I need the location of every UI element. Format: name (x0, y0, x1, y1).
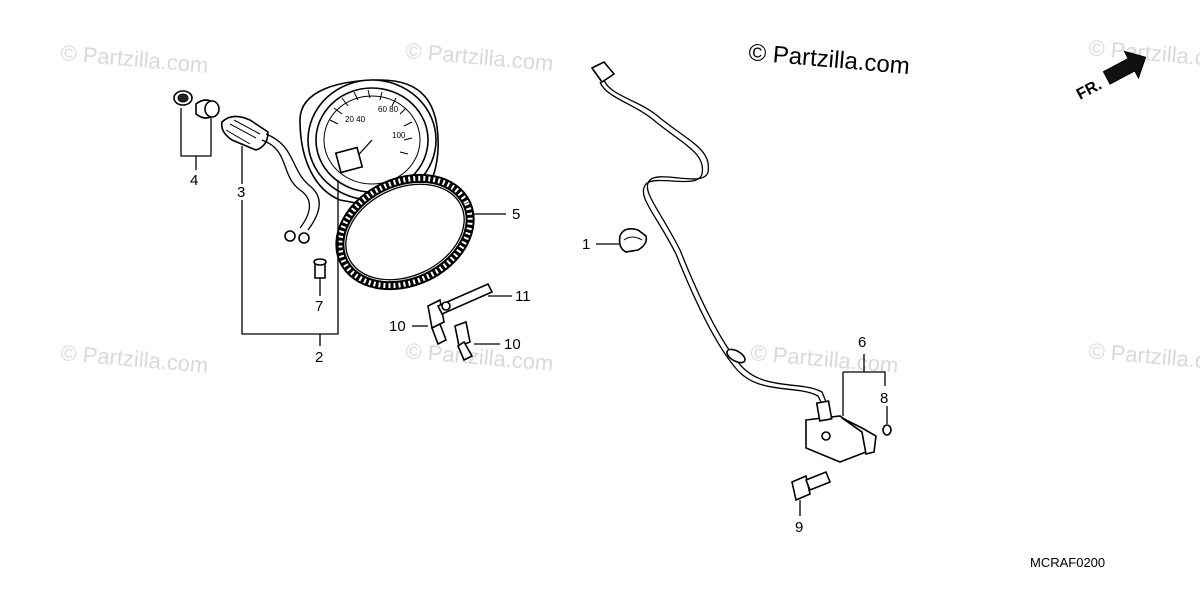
rubber-ring-part (335, 173, 475, 291)
front-indicator-label: FR. (1074, 76, 1105, 103)
grommet-part (173, 90, 220, 119)
callouts: 1 2 3 4 5 6 7 8 9 10 10 11 (190, 172, 888, 536)
callout-8: 8 (880, 390, 888, 407)
watermark: © Partzilla.com (60, 40, 210, 78)
svg-text:20 40: 20 40 (345, 115, 366, 124)
watermark: © Partzilla.com (1088, 35, 1200, 73)
bulb-socket-part (220, 115, 327, 279)
callout-5: 5 (512, 206, 520, 223)
bolt-part (427, 282, 494, 362)
callout-7: 7 (315, 298, 323, 315)
watermark: © Partzilla.com (405, 38, 555, 76)
watermarks: © Partzilla.com © Partzilla.com © Partzi… (60, 35, 1200, 378)
sensor-bolt-part (791, 470, 832, 502)
callout-2: 2 (315, 349, 323, 366)
callout-1: 1 (582, 236, 590, 253)
speed-sensor-icon (805, 400, 892, 463)
svg-text:100: 100 (392, 131, 406, 140)
cable-icon (590, 61, 827, 405)
leader-lines (180, 108, 888, 516)
svg-text:60 80: 60 80 (378, 105, 399, 114)
watermark: © Partzilla.com (60, 340, 210, 378)
watermark: © Partzilla.com (1088, 338, 1200, 376)
diagram-code: MCRAF0200 (1030, 555, 1105, 570)
callout-6: 6 (858, 334, 866, 351)
callout-4: 4 (190, 172, 198, 189)
callout-11: 11 (515, 288, 531, 305)
callout-3: 3 (237, 184, 245, 201)
callout-10-right: 10 (504, 336, 521, 353)
callout-9: 9 (795, 519, 803, 536)
clamp-part (618, 228, 648, 253)
callout-10-left: 10 (389, 318, 406, 335)
copyright-text: © Partzilla.com (747, 39, 910, 80)
